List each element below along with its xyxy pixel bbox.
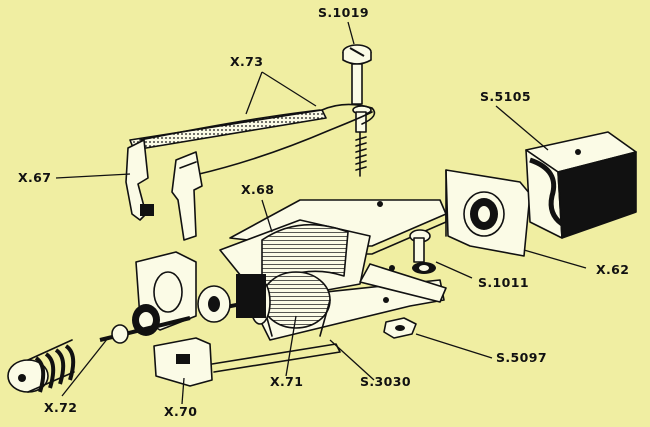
label-x73: X.73 xyxy=(230,54,264,69)
label-x62: X.62 xyxy=(596,262,630,277)
brush-arm-x73 xyxy=(129,103,376,176)
label-s5097: S.5097 xyxy=(496,350,547,365)
label-x72: X.72 xyxy=(44,400,78,415)
brush-holders-x67 xyxy=(125,139,203,241)
label-x68: X.68 xyxy=(241,182,275,197)
end-bracket-x70 xyxy=(153,337,341,387)
label-s1011: S.1011 xyxy=(478,275,529,290)
label-s5105: S.5105 xyxy=(480,89,531,104)
commutator-assembly xyxy=(99,251,266,344)
magnet-block-s5105 xyxy=(525,131,637,239)
label-s1019: S.1019 xyxy=(318,5,369,20)
end-plate-x62 xyxy=(445,169,531,257)
leader-lines xyxy=(55,21,587,405)
label-x67: X.67 xyxy=(18,170,52,185)
label-x70: X.70 xyxy=(164,404,198,419)
screw-s1019 xyxy=(342,44,372,177)
worm-gear-x72 xyxy=(7,339,76,393)
label-s3030: S.3030 xyxy=(360,374,411,389)
label-x71: X.71 xyxy=(270,374,304,389)
nut-s5097 xyxy=(383,317,417,339)
screw-s1011 xyxy=(409,229,436,274)
